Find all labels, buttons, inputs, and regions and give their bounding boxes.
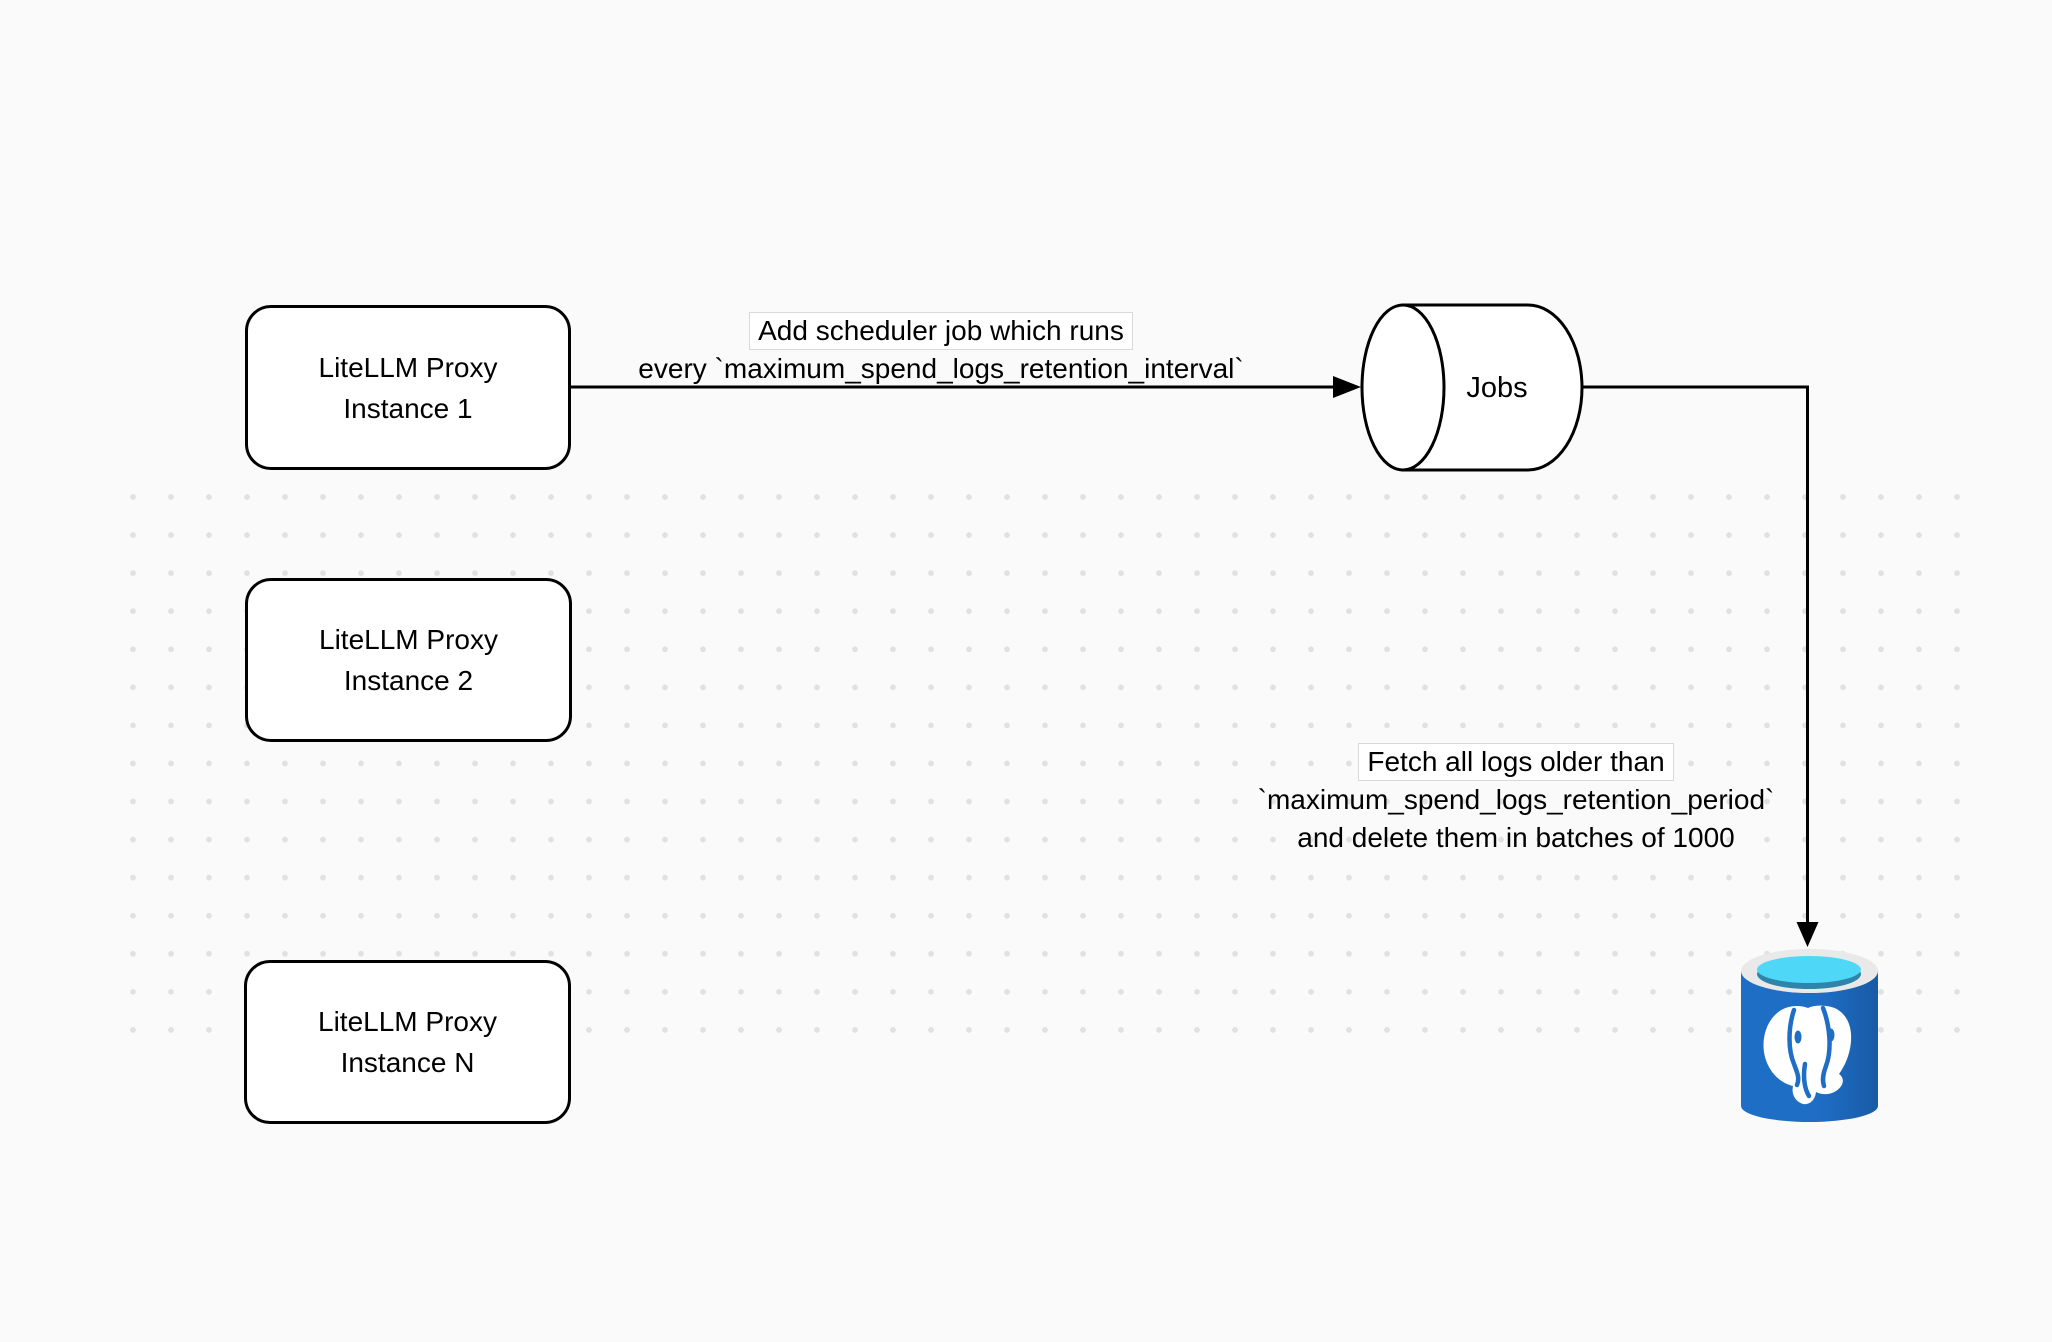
edge-label-fetch-line3: and delete them in batches of 1000	[1297, 822, 1735, 853]
node-jobs-label: Jobs	[1466, 371, 1528, 404]
edge-label-schedule-line1: Add scheduler job which runs	[749, 312, 1133, 350]
edge-label-fetch-line1: Fetch all logs older than	[1358, 743, 1674, 781]
node-instance-n: LiteLLM Proxy Instance N	[244, 960, 571, 1124]
edge-label-schedule: Add scheduler job which runs every `maxi…	[541, 312, 1341, 388]
edge-label-fetch-delete: Fetch all logs older than `maximum_spend…	[1186, 743, 1846, 857]
edge-arrow-fetch-delete	[1582, 385, 1819, 947]
postgres-elephant-glyph	[1763, 1005, 1852, 1105]
edge-label-fetch-line2: `maximum_spend_logs_retention_period`	[1257, 784, 1775, 815]
jobs-cylinder-shape	[1360, 303, 1584, 472]
postgresql-icon	[1741, 949, 1878, 1122]
edge-arrow-schedule	[571, 376, 1361, 398]
edge-label-schedule-line2: every `maximum_spend_logs_retention_inte…	[638, 353, 1244, 384]
node-instance-1: LiteLLM Proxy Instance 1	[245, 305, 571, 470]
node-instance-2: LiteLLM Proxy Instance 2	[245, 578, 572, 742]
